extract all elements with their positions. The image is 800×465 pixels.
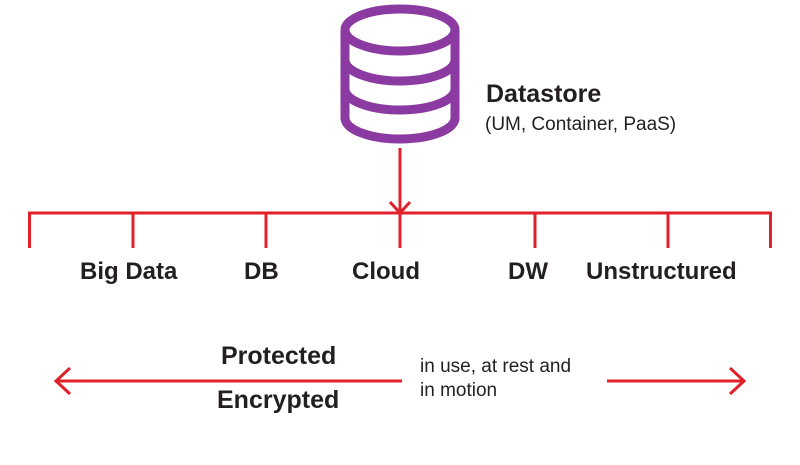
protected-label: Protected: [221, 342, 337, 370]
datastore-connector-arrow: [388, 148, 412, 216]
datastore-subtitle: (UM, Container, PaaS): [485, 114, 677, 135]
category-bus: [28, 211, 772, 248]
category-label-unstructured: Unstructured: [586, 258, 737, 285]
security-note-line2: in motion: [420, 380, 498, 401]
security-note-line1: in use, at rest and: [420, 356, 572, 377]
category-label-db: DB: [244, 258, 279, 285]
category-label-cloud: Cloud: [352, 258, 420, 285]
security-arrow: [53, 366, 747, 396]
category-label-big-data: Big Data: [80, 258, 178, 285]
category-label-dw: DW: [508, 258, 548, 285]
encrypted-label: Encrypted: [217, 386, 340, 414]
database-icon: [340, 4, 460, 144]
datastore-title: Datastore: [486, 80, 602, 108]
